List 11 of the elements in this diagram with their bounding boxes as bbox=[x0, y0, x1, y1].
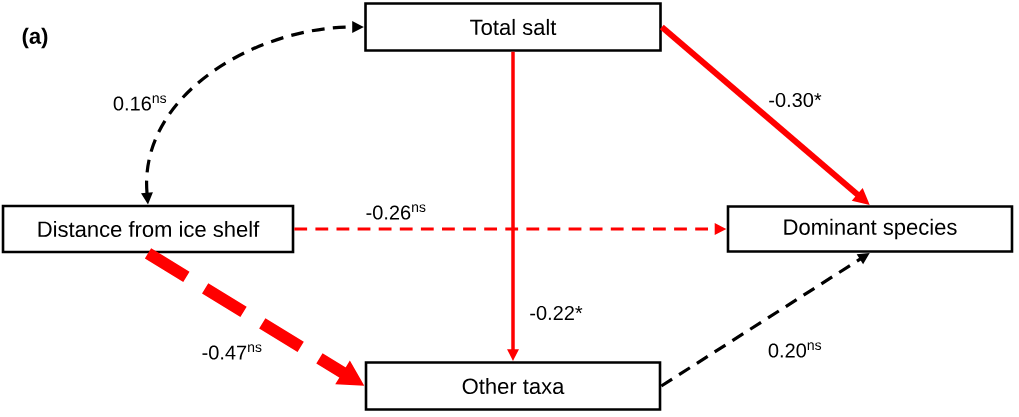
panel-label: (a) bbox=[22, 27, 48, 49]
variable-box: Other taxa bbox=[364, 361, 662, 411]
variable-box: Total salt bbox=[364, 2, 662, 52]
path-coefficient: -0.47$^{ns}$ bbox=[200, 343, 264, 361]
path-coefficient: 0.20$^{ns}$ bbox=[766, 341, 824, 359]
variable-box: Dominant species bbox=[726, 205, 1014, 253]
path-coefficient: -0.30* bbox=[767, 91, 823, 109]
path-coefficient: -0.22* bbox=[528, 304, 584, 322]
path-coefficient: 0.16$^{ns}$ bbox=[111, 94, 169, 112]
path-coefficient: -0.26$^{ns}$ bbox=[364, 203, 428, 221]
variable-box: Distance from ice shelf bbox=[1, 204, 295, 254]
